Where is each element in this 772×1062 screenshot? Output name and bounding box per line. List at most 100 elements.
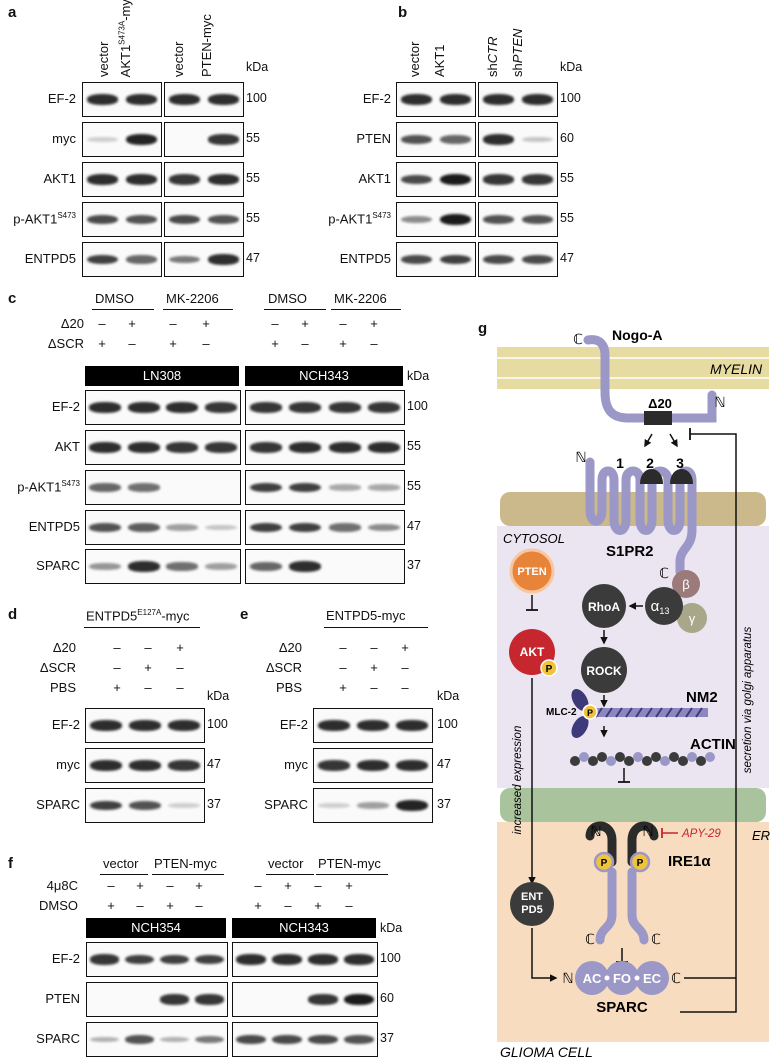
protein-band (166, 524, 199, 531)
protein-label: myc (52, 130, 76, 146)
treatment-sign: + (107, 898, 115, 913)
blot-box (245, 470, 405, 505)
protein-band (195, 954, 224, 965)
treatment-sign: + (113, 680, 121, 695)
blot-box (86, 982, 228, 1017)
blot-box (232, 942, 378, 977)
actin-filament (570, 752, 715, 766)
protein-band (328, 402, 361, 413)
group-label: vector (268, 856, 304, 871)
panel-c-label: c (8, 290, 17, 307)
svg-text:β: β (682, 577, 689, 592)
protein-band (89, 402, 122, 413)
protein-band (125, 94, 158, 105)
treatment-sign: – (254, 878, 262, 893)
protein-band (207, 174, 240, 185)
entpd5-node (510, 882, 554, 926)
protein-band (168, 720, 201, 731)
protein-band (89, 563, 122, 570)
blot-box (478, 82, 558, 117)
mlc2-label: MLC-2 (546, 707, 577, 718)
kda-header: kDa (246, 60, 269, 74)
protein-band (127, 402, 160, 413)
condition-label: Δ20 (52, 640, 76, 655)
protein-label: p-AKT1S473 (17, 478, 80, 494)
treatment-sign: + (176, 640, 184, 655)
protein-band (368, 402, 401, 413)
protein-band (400, 254, 433, 265)
panel-g-label: g (478, 320, 488, 337)
protein-label: ENTPD5 (339, 250, 391, 266)
protein-band (328, 523, 361, 532)
treatment-sign: – (370, 336, 378, 351)
condition-label: PBS (49, 680, 76, 695)
blot-box (82, 242, 162, 277)
protein-band (482, 94, 515, 105)
kda-marker: 47 (246, 250, 260, 265)
protein-band (482, 254, 515, 265)
treatment-sign: + (254, 898, 262, 913)
gamma-subunit (677, 603, 707, 633)
lane-label: vector (407, 41, 422, 77)
svg-text:RhoA: RhoA (588, 600, 620, 614)
protein-label: SPARC (36, 557, 80, 573)
nogo-a-protein (583, 335, 717, 423)
panel-a-label: a (8, 4, 17, 21)
protein-band (249, 482, 282, 493)
kda-marker: 47 (560, 250, 574, 265)
ire1a-label: IRE1α (668, 853, 711, 870)
kda-header: kDa (407, 369, 430, 383)
protein-label: EF-2 (279, 716, 308, 732)
protein-band (204, 524, 237, 531)
treatment-sign: – (202, 336, 210, 351)
protein-band (272, 1034, 302, 1045)
protein-band (521, 94, 554, 105)
group-label: MK-2206 (166, 291, 219, 306)
actin-label: ACTIN (690, 736, 736, 753)
treatment-sign: – (284, 898, 292, 913)
protein-band (125, 954, 154, 965)
apy29-label: APY-29 (681, 828, 721, 840)
protein-band (317, 720, 350, 731)
protein-band (125, 134, 158, 145)
protein-band (356, 760, 390, 771)
protein-band (90, 1036, 119, 1043)
protein-band (344, 954, 374, 965)
protein-band (168, 760, 201, 771)
cond-label-delta20: Δ20 (60, 316, 84, 331)
treatment-sign: + (314, 898, 322, 913)
cond-label-dscr: ΔSCR (47, 336, 84, 351)
protein-band (168, 803, 201, 808)
phospho-icon (582, 704, 598, 720)
kda-marker: 100 (407, 398, 428, 413)
blot-box (85, 549, 241, 584)
svg-text:P: P (601, 858, 608, 869)
protein-band (127, 442, 160, 453)
svg-text:P: P (546, 664, 553, 675)
blot-box (85, 788, 205, 823)
cell-line-bar: NCH343 (232, 918, 376, 938)
kda-marker: 47 (407, 518, 421, 533)
treatment-sign: – (339, 316, 347, 331)
protein-band (86, 174, 119, 185)
blot-box (478, 242, 558, 277)
kda-marker: 55 (560, 170, 574, 185)
treatment-sign: – (113, 640, 121, 655)
protein-band (166, 562, 199, 571)
kda-marker: 60 (380, 990, 394, 1005)
protein-band (204, 402, 237, 413)
protein-label: EF-2 (362, 90, 391, 106)
treatment-sign: + (271, 336, 279, 351)
protein-band (166, 402, 199, 413)
treatment-sign: – (370, 680, 378, 695)
kda-marker: 55 (246, 170, 260, 185)
group-label: vector (103, 856, 139, 871)
blot-box (164, 242, 244, 277)
blot-box (396, 242, 476, 277)
blot-box (245, 390, 405, 425)
group-label: MK-2206 (334, 291, 387, 306)
treatment-sign: – (166, 878, 174, 893)
protein-band (125, 214, 158, 225)
svg-text:AC: AC (583, 971, 602, 986)
treatment-sign: – (176, 660, 184, 675)
